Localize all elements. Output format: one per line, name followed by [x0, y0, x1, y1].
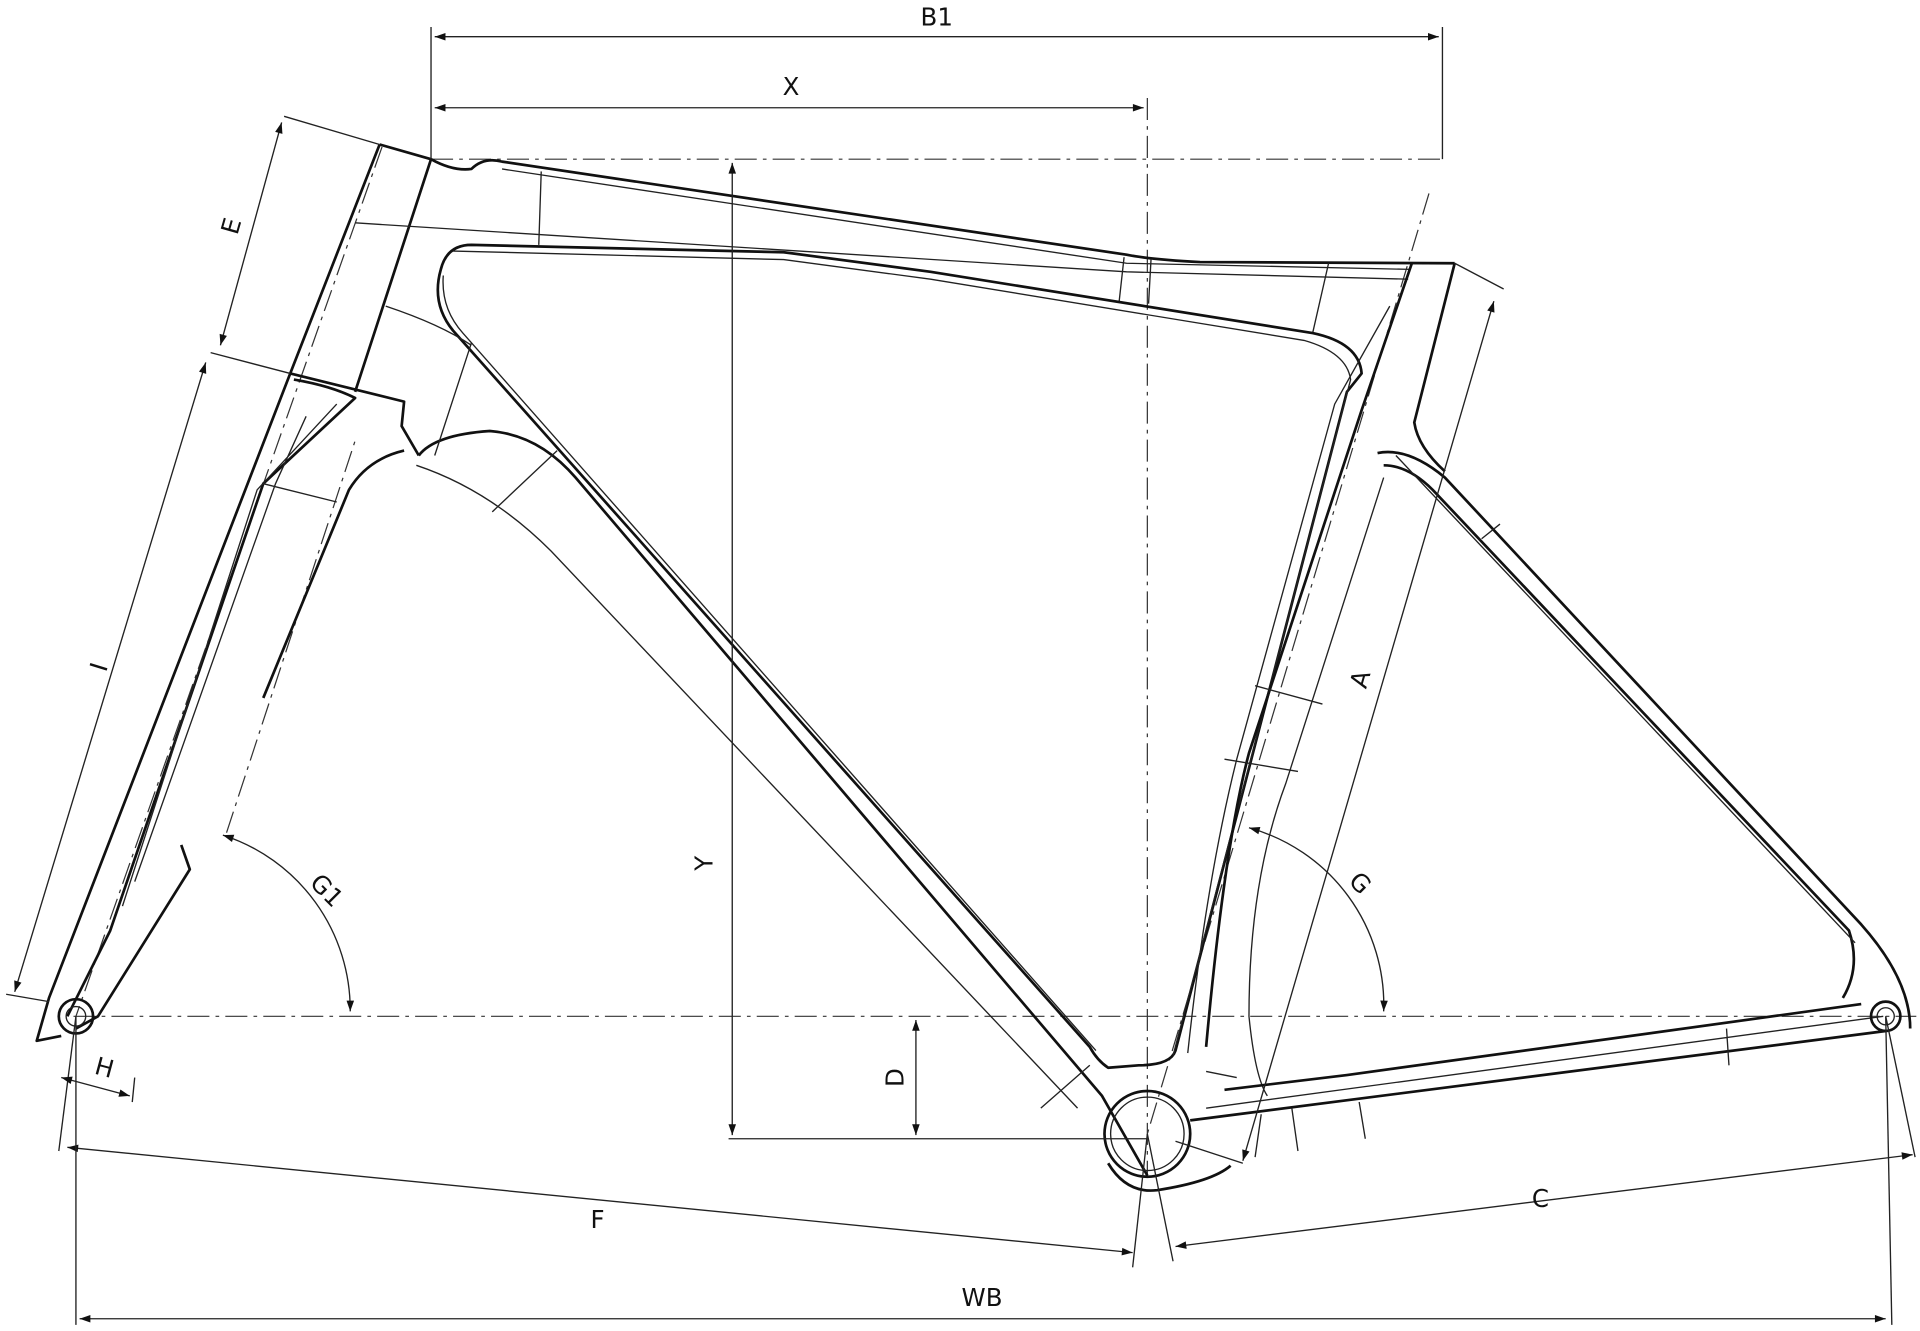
chain-stay: [1190, 1002, 1886, 1122]
label-X: X: [783, 72, 800, 101]
label-F: F: [591, 1205, 605, 1234]
down-tube: [262, 429, 1149, 1177]
seat-stay: [1377, 450, 1912, 1029]
label-A: A: [1344, 667, 1377, 691]
label-D: D: [880, 1068, 909, 1087]
seat-tube: [1204, 262, 1456, 1048]
dimension-lines: [6, 26, 1916, 1325]
reference-lines: [73, 97, 1917, 1176]
head-tube: [288, 143, 433, 457]
label-Y: Y: [689, 856, 718, 872]
dimension-labels: B1 X E I A Y D G1 G H F C WB: [84, 2, 1549, 1312]
label-G1: G1: [304, 868, 349, 913]
label-H: H: [92, 1051, 117, 1084]
bike-frame: [35, 143, 1912, 1192]
label-G: G: [1343, 866, 1377, 900]
label-E: E: [215, 215, 247, 238]
label-C: C: [1532, 1184, 1549, 1213]
bottom-bracket: [1103, 1089, 1192, 1179]
label-WB: WB: [962, 1283, 1003, 1312]
label-B1: B1: [921, 2, 953, 31]
front-triangle-inner: [436, 243, 1363, 1070]
label-I: I: [84, 659, 114, 674]
top-tube: [430, 158, 1455, 265]
